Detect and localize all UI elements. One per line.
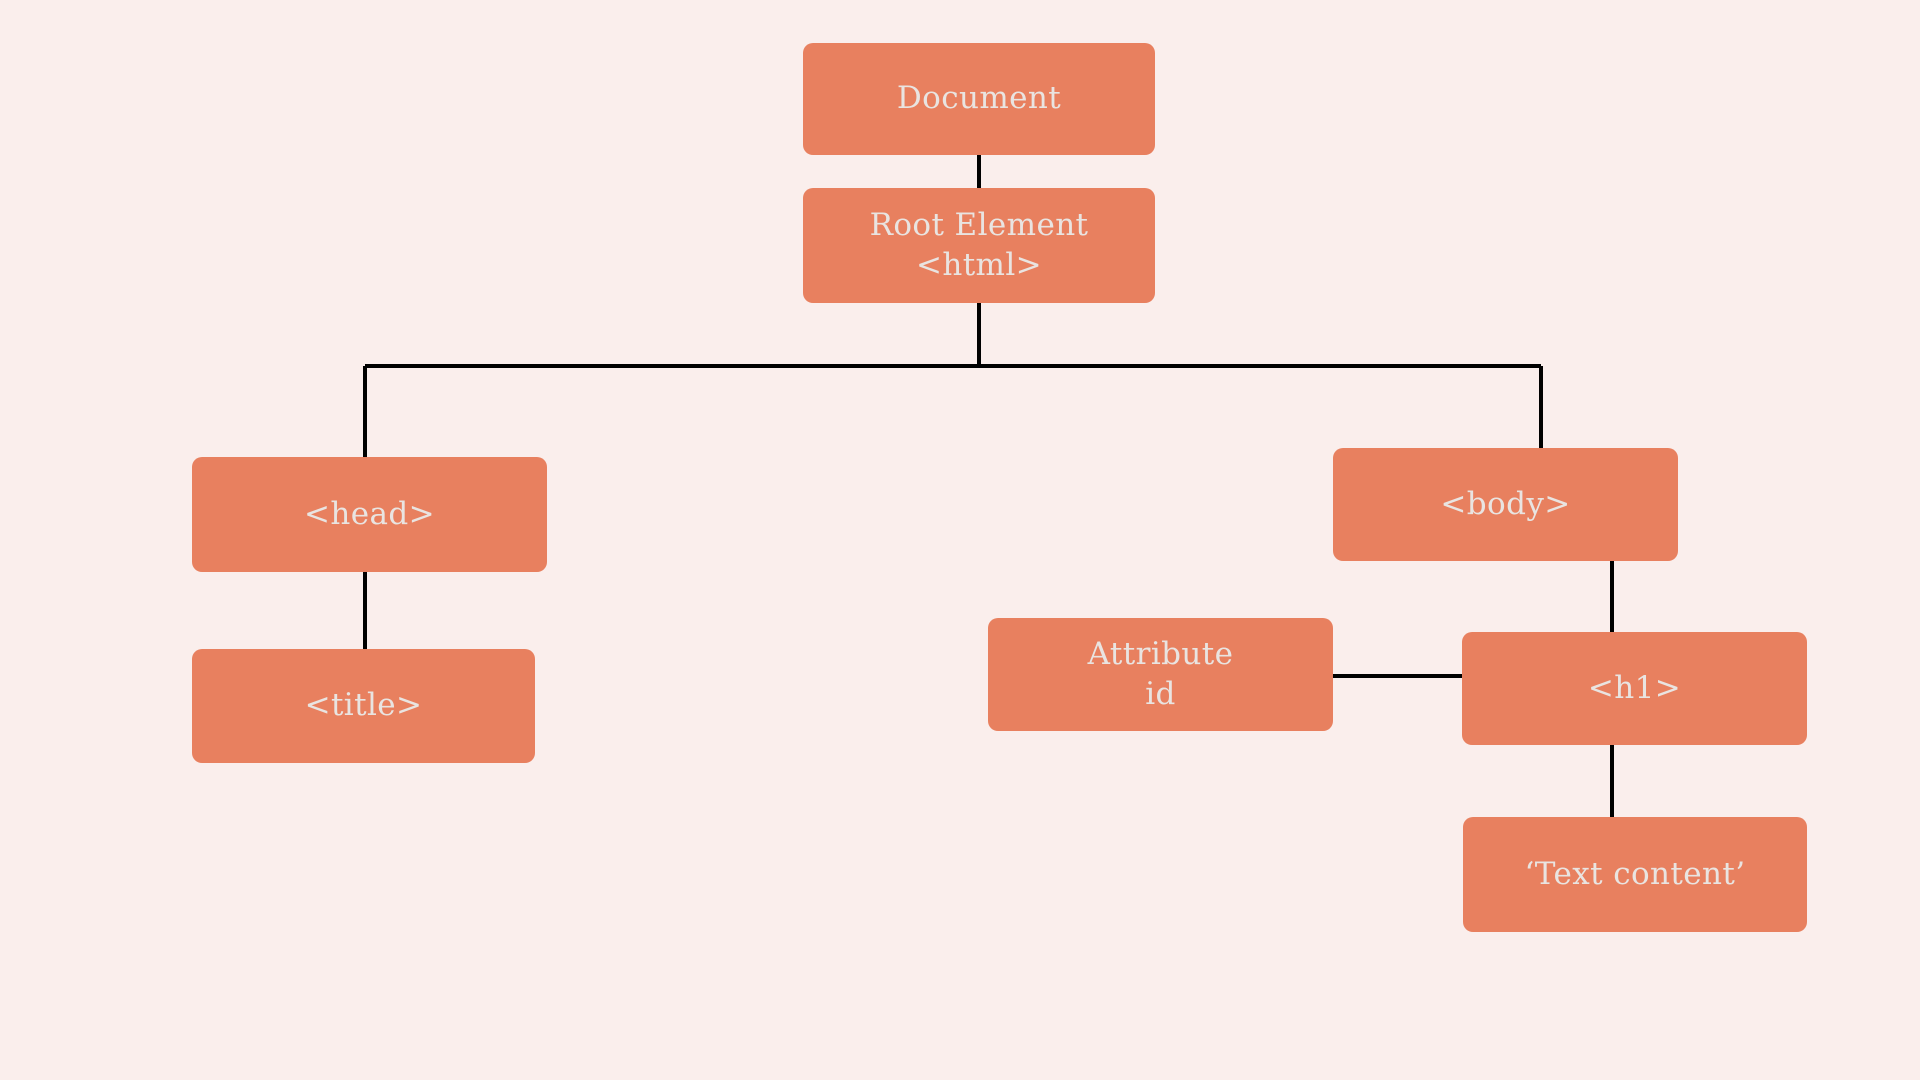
node-document-label: Document xyxy=(896,80,1062,117)
node-h1[interactable]: <h1> xyxy=(1462,632,1807,745)
node-attribute-name: id xyxy=(1145,675,1176,712)
node-attribute[interactable]: Attribute id xyxy=(988,618,1333,731)
node-title[interactable]: <title> xyxy=(192,649,535,763)
node-body[interactable]: <body> xyxy=(1333,448,1678,561)
node-attribute-label: Attribute xyxy=(1087,635,1234,672)
node-h1-label: <h1> xyxy=(1587,669,1682,706)
node-text-content-label: ‘Text content’ xyxy=(1524,855,1746,892)
node-root-element-label: Root Element xyxy=(869,206,1089,243)
node-head[interactable]: <head> xyxy=(192,457,547,572)
node-body-label: <body> xyxy=(1440,485,1571,522)
node-head-label: <head> xyxy=(304,495,435,532)
node-title-label: <title> xyxy=(304,687,423,724)
node-root-element[interactable]: Root Element <html> xyxy=(803,188,1155,303)
node-root-element-tag: <html> xyxy=(915,246,1043,283)
node-text-content[interactable]: ‘Text content’ xyxy=(1463,817,1807,932)
node-document[interactable]: Document xyxy=(803,43,1155,155)
